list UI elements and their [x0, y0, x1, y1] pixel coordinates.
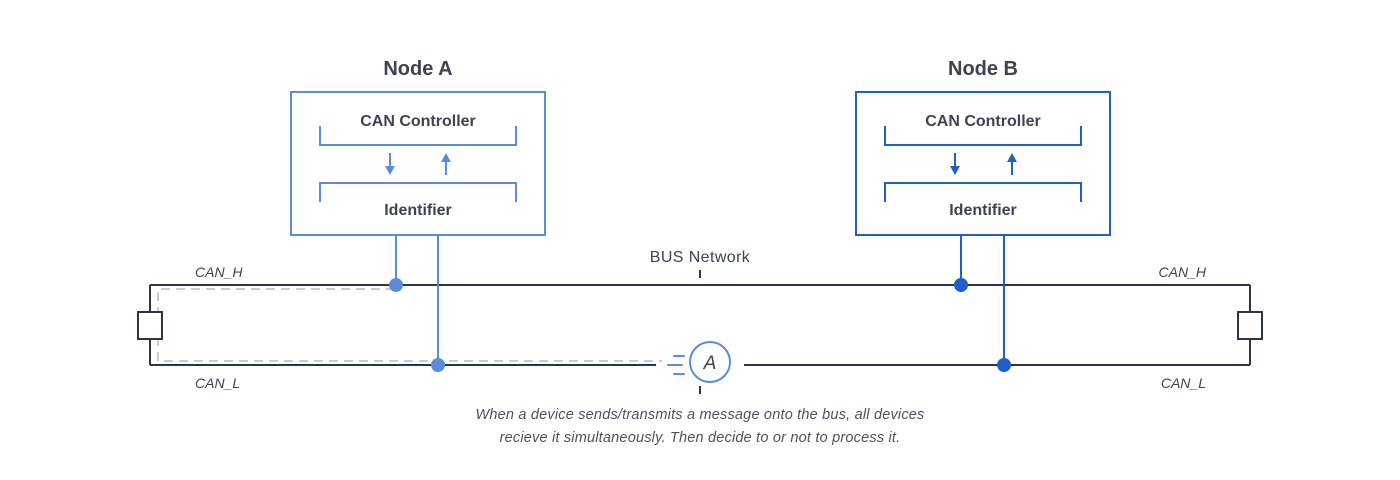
- caption-line-2: recieve it simultaneously. Then decide t…: [500, 430, 901, 446]
- node-b-up-arrow-head: [1007, 153, 1017, 162]
- node-a-can-h-junction: [389, 278, 403, 292]
- can-l-label-right: CAN_L: [1161, 375, 1206, 391]
- motion-lines-icon: [667, 355, 685, 375]
- can-h-label-left: CAN_H: [195, 264, 243, 280]
- node-a-controller-label: CAN Controller: [360, 113, 476, 130]
- caption-line-1: When a device sends/transmits a message …: [475, 407, 924, 423]
- node-b-identifier-bracket: [884, 182, 1082, 202]
- node-a: [290, 91, 546, 365]
- message-icon: A: [667, 341, 731, 394]
- node-b-box: [855, 91, 1111, 236]
- node-a-identifier-label: Identifier: [384, 202, 452, 219]
- node-b-can-l-junction: [997, 358, 1011, 372]
- node-b: [855, 91, 1111, 365]
- node-a-arrow-heads: [385, 153, 451, 372]
- node-b-title: Node B: [948, 58, 1018, 80]
- node-a-down-arrow-head: [385, 166, 395, 175]
- can-h-label-right: CAN_H: [1159, 264, 1207, 280]
- node-b-controller-bracket: [884, 126, 1082, 146]
- node-b-arrow-heads: [950, 153, 1017, 372]
- node-a-identifier-bracket: [319, 182, 517, 202]
- bus-network-label: BUS Network: [650, 249, 751, 266]
- node-a-up-arrow-head: [441, 153, 451, 162]
- message-letter: A: [703, 353, 717, 374]
- message-circle: [689, 341, 731, 383]
- left-terminator: [137, 311, 163, 340]
- node-a-can-l-junction: [431, 358, 445, 372]
- dashed-signal-path: [157, 288, 662, 362]
- node-b-identifier-label: Identifier: [949, 202, 1017, 219]
- node-b-can-h-junction: [954, 278, 968, 292]
- node-b-controller-label: CAN Controller: [925, 113, 1041, 130]
- node-a-title: Node A: [383, 58, 452, 80]
- node-a-controller-bracket: [319, 126, 517, 146]
- can-l-label-left: CAN_L: [195, 375, 240, 391]
- right-terminator: [1237, 311, 1263, 340]
- node-b-down-arrow-head: [950, 166, 960, 175]
- node-a-box: [290, 91, 546, 236]
